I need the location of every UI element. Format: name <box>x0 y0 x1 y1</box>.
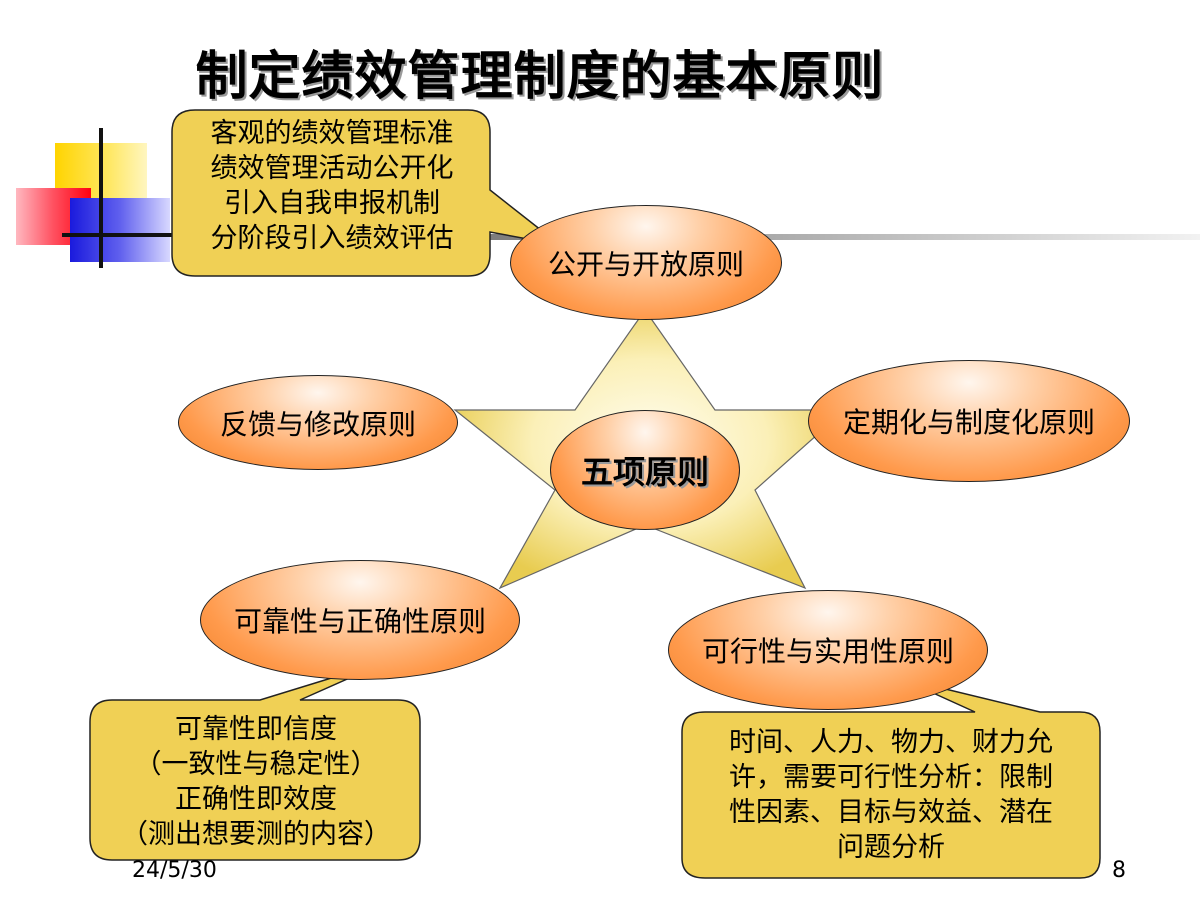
oval-feedback-label: 反馈与修改原则 <box>219 407 416 441</box>
oval-reliable-principle: 可靠性与正确性原则 <box>200 560 520 680</box>
callout-top-line: 分阶段引入绩效评估 <box>210 223 454 254</box>
footer-page-number: 8 <box>1112 858 1126 883</box>
callout-bottom-right-line: 性因素、目标与效益、潜在 <box>729 797 1053 828</box>
decor-square-blue <box>70 198 170 262</box>
callout-top-text: 客观的绩效管理标准 绩效管理活动公开化 引入自我申报机制 分阶段引入绩效评估 <box>174 116 490 256</box>
decor-line-horizontal <box>62 233 172 237</box>
oval-periodic-principle: 定期化与制度化原则 <box>808 360 1130 482</box>
oval-open-principle: 公开与开放原则 <box>510 205 782 320</box>
decor-line-vertical <box>99 128 103 268</box>
footer-date: 24/5/30 <box>132 858 217 883</box>
callout-bottom-right-line: 时间、人力、物力、财力允 <box>729 727 1053 758</box>
callout-bottom-right-text: 时间、人力、物力、财力允 许，需要可行性分析：限制 性因素、目标与效益、潜在 问… <box>684 725 1098 865</box>
callout-bottom-left-line: 可靠性即信度 <box>175 714 337 745</box>
decor-title-rule <box>470 234 1200 240</box>
callout-bottom-left-line: 正确性即效度 <box>175 784 337 815</box>
callout-top-shape <box>171 109 561 277</box>
callout-bottom-right-line: 许，需要可行性分析：限制 <box>729 762 1053 793</box>
callout-bottom-left-line: （一致性与稳定性） <box>134 749 378 780</box>
oval-periodic-label: 定期化与制度化原则 <box>842 406 1095 439</box>
callout-bottom-right-line: 问题分析 <box>837 832 945 863</box>
center-label: 五项原则 <box>580 453 709 491</box>
oval-open-label: 公开与开放原则 <box>547 247 744 281</box>
oval-feasible-label: 可行性与实用性原则 <box>701 635 954 668</box>
oval-center: 五项原则 <box>550 410 740 530</box>
oval-feasible-principle: 可行性与实用性原则 <box>668 590 988 710</box>
callout-top-line: 引入自我申报机制 <box>224 188 440 219</box>
callout-bottom-left-text: 可靠性即信度 （一致性与稳定性） 正确性即效度 （测出想要测的内容） <box>92 712 420 852</box>
callout-bottom-left-line: （测出想要测的内容） <box>121 819 391 850</box>
callout-top-line: 客观的绩效管理标准 <box>210 118 454 149</box>
oval-feedback-principle: 反馈与修改原则 <box>178 375 458 470</box>
callout-bottom-right-shape <box>681 677 1101 879</box>
slide-title: 制定绩效管理制度的基本原则 <box>195 47 885 107</box>
callout-top-line: 绩效管理活动公开化 <box>210 153 454 184</box>
oval-reliable-label: 可靠性与正确性原则 <box>233 605 486 638</box>
callout-bottom-left-shape <box>89 659 421 861</box>
